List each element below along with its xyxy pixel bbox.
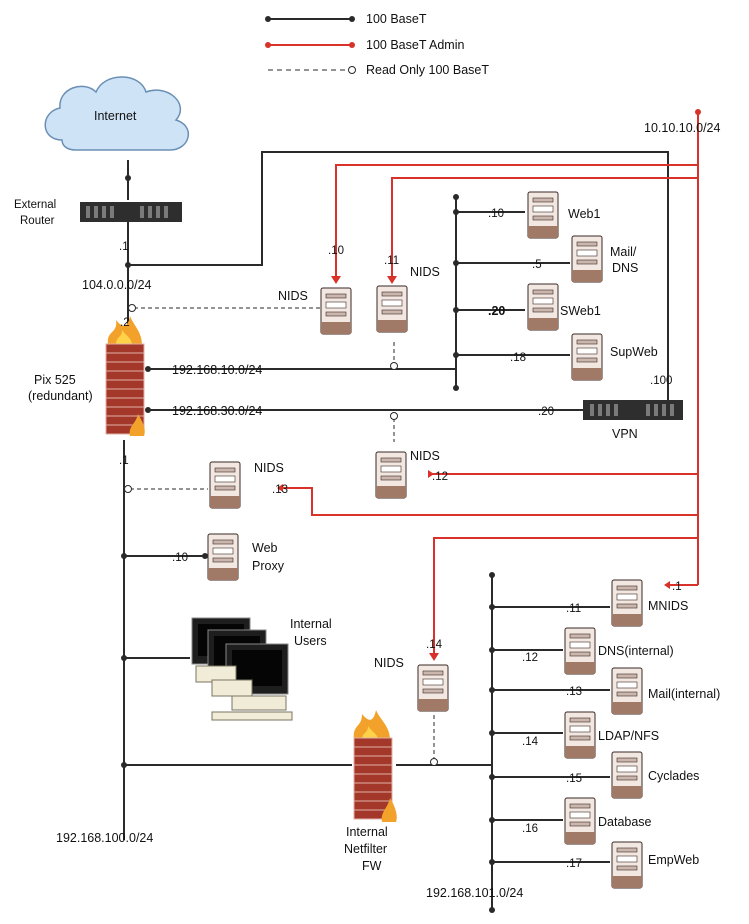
- cyclades-label: Cyclades: [648, 769, 699, 783]
- net-101-label: 192.168.101.0/24: [426, 886, 523, 900]
- dns-int-addr: .12: [522, 652, 538, 664]
- legend-label-admin: 100 BaseT Admin: [366, 38, 464, 52]
- mail-label-2: DNS: [612, 261, 638, 275]
- server-web-proxy: Web Proxy .10: [172, 533, 285, 581]
- internal-fw-label-1: Internal: [346, 825, 388, 839]
- vpn-device: VPN .100 .20: [538, 375, 683, 441]
- database-label: Database: [598, 815, 652, 829]
- nids-d-label: NIDS: [254, 461, 284, 475]
- router-addr: .1: [119, 241, 129, 253]
- readonly-taps: [124, 304, 438, 766]
- nids-a-addr: .10: [328, 245, 344, 257]
- net-30-label: 192.168.30.0/24: [172, 404, 262, 418]
- supweb-addr: .18: [510, 352, 526, 364]
- server-mail-dns: Mail/ DNS .5: [532, 235, 638, 283]
- vpn-addr-admin: .100: [650, 375, 672, 387]
- web1-label: Web1: [568, 207, 600, 221]
- legend-item-admin: 100 BaseT Admin: [265, 38, 464, 52]
- external-router-label-2: Router: [20, 215, 55, 227]
- readonly-links: [130, 307, 435, 760]
- web1-addr: .10: [488, 208, 504, 220]
- nids-a: NIDS .10: [278, 245, 352, 335]
- pix-firewall: Pix 525 (redundant) .2 .1: [28, 316, 145, 467]
- supweb-label: SupWeb: [610, 345, 658, 359]
- admin-arrows: [277, 109, 701, 661]
- mail-addr: .5: [532, 259, 542, 271]
- ldap-addr: .14: [522, 736, 539, 748]
- webproxy-label-2: Proxy: [252, 559, 285, 573]
- nids-a-label: NIDS: [278, 289, 308, 303]
- nids-c-addr: .12: [432, 471, 448, 483]
- admin-links: [282, 112, 699, 655]
- legend-label-readonly: Read Only 100 BaseT: [366, 63, 489, 77]
- server-mail-internal: Mail(internal) .13: [566, 667, 720, 715]
- mnids-admin-addr: .1: [672, 581, 682, 593]
- sweb1-label: SWeb1: [560, 304, 601, 318]
- pix-label-2: (redundant): [28, 389, 93, 403]
- vpn-label: VPN: [612, 427, 638, 441]
- mail-int-label: Mail(internal): [648, 687, 720, 701]
- server-empweb: EmpWeb .17: [566, 841, 699, 889]
- mail-int-addr: .13: [566, 686, 582, 698]
- webproxy-label-1: Web: [252, 541, 278, 555]
- nids-d-addr: .13: [272, 484, 288, 496]
- ldap-label: LDAP/NFS: [598, 729, 659, 743]
- net-104-label: 104.0.0.0/24: [82, 278, 152, 292]
- server-dns-internal: DNS(internal) .12: [522, 627, 674, 675]
- internal-users-label-1: Internal: [290, 617, 332, 631]
- webproxy-addr: .10: [172, 552, 188, 564]
- internal-fw-label-3: FW: [362, 859, 382, 873]
- internal-users-label-2: Users: [294, 634, 327, 648]
- nids-b: NIDS .11: [376, 255, 440, 333]
- sweb1-addr: .20: [488, 304, 505, 318]
- nids-c: NIDS .12: [375, 449, 448, 499]
- server-cyclades: Cyclades .15: [566, 751, 699, 799]
- cyclades-addr: .15: [566, 773, 582, 785]
- internet-label: Internet: [94, 109, 137, 123]
- nids-e: NIDS .14: [374, 639, 449, 712]
- server-supweb: SupWeb .18: [510, 333, 658, 381]
- external-router: External Router .1: [14, 199, 182, 253]
- nids-e-label: NIDS: [374, 656, 404, 670]
- nids-b-addr: .11: [384, 255, 399, 267]
- basic-links: [123, 151, 669, 910]
- internal-firewall: Internal Netfilter FW: [344, 710, 397, 873]
- server-web1: Web1 .10: [488, 191, 600, 239]
- pix-label-1: Pix 525: [34, 373, 76, 387]
- legend-item-basic: 100 BaseT: [265, 12, 427, 26]
- nids-b-label: NIDS: [410, 265, 440, 279]
- mail-label-1: Mail/: [610, 245, 637, 259]
- server-ldap-nfs: LDAP/NFS .14: [522, 711, 659, 759]
- pix-addr-outside: .2: [120, 317, 130, 329]
- database-addr: .16: [522, 823, 538, 835]
- legend-label-basic: 100 BaseT: [366, 12, 427, 26]
- internal-users-icon: Internal Users: [191, 617, 332, 721]
- admin-net-label: 10.10.10.0/24: [644, 121, 721, 135]
- net-10-label: 192.168.10.0/24: [172, 363, 262, 377]
- legend-item-readonly: Read Only 100 BaseT: [268, 63, 489, 77]
- empweb-addr: .17: [566, 858, 582, 870]
- nids-c-label: NIDS: [410, 449, 440, 463]
- server-mnids: MNIDS .11 .1: [566, 579, 688, 627]
- mnids-addr: .11: [566, 603, 581, 615]
- mnids-label: MNIDS: [648, 599, 688, 613]
- empweb-label: EmpWeb: [648, 853, 699, 867]
- legend: 100 BaseT 100 BaseT Admin Read Only 100 …: [265, 12, 489, 77]
- external-router-label-1: External: [14, 199, 56, 211]
- internet-cloud: Internet: [44, 76, 190, 151]
- vpn-addr: .20: [538, 406, 554, 418]
- server-database: Database .16: [522, 797, 652, 845]
- internal-fw-label-2: Netfilter: [344, 842, 387, 856]
- server-sweb1: SWeb1 .20: [488, 283, 601, 331]
- net-100-label: 192.168.100.0/24: [56, 831, 153, 845]
- nids-d: NIDS .13: [209, 461, 288, 509]
- dns-int-label: DNS(internal): [598, 644, 674, 658]
- nids-e-addr: .14: [426, 639, 443, 651]
- bus-junctions: [121, 175, 495, 913]
- pix-addr-inside: .1: [119, 455, 129, 467]
